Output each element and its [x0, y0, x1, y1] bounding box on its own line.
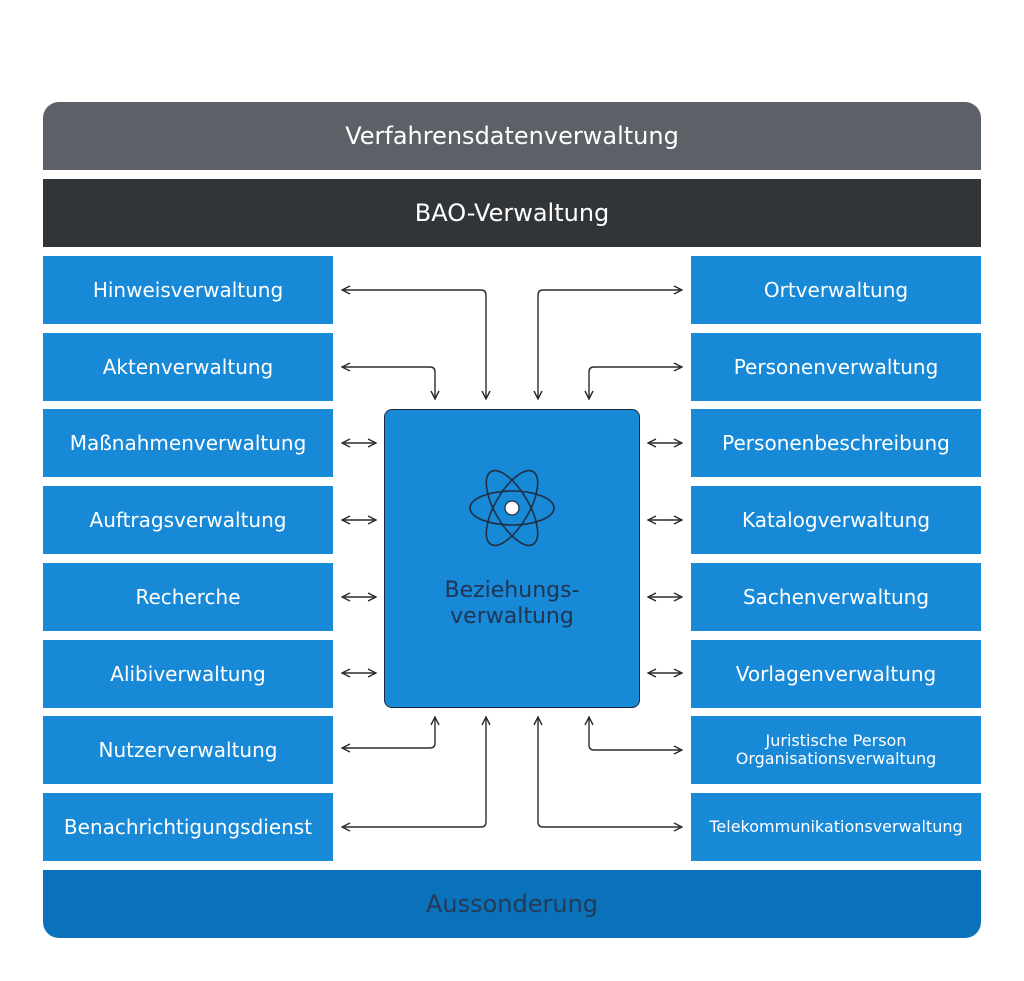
- arrow-akten: [342, 367, 435, 399]
- module-label: Vorlagenverwaltung: [735, 661, 937, 686]
- arrow-personen: [589, 367, 682, 399]
- module-label: Sachenverwaltung: [742, 584, 930, 609]
- module-aktenverwaltung[interactable]: Aktenverwaltung: [43, 333, 333, 401]
- module-alibiverwaltung[interactable]: Alibiverwaltung: [43, 640, 333, 708]
- module-massnahmenverwaltung[interactable]: Maßnahmenverwaltung: [43, 409, 333, 477]
- aussonderung-label: Aussonderung: [425, 890, 599, 918]
- module-auftragsverwaltung[interactable]: Auftragsverwaltung: [43, 486, 333, 554]
- aussonderung-bar: Aussonderung: [43, 870, 981, 938]
- module-label: Personenverwaltung: [733, 354, 939, 379]
- module-label: Nutzerverwaltung: [98, 737, 278, 762]
- bao-label: BAO-Verwaltung: [414, 199, 610, 227]
- module-label: Katalogverwaltung: [741, 507, 931, 532]
- module-personenbeschreibung[interactable]: Personenbeschreibung: [691, 409, 981, 477]
- atom-icon: [469, 469, 555, 547]
- module-label: Personenbeschreibung: [722, 430, 950, 455]
- arrow-juristische: [589, 717, 682, 750]
- module-label: Hinweisverwaltung: [92, 277, 284, 302]
- bao-bar: BAO-Verwaltung: [43, 179, 981, 247]
- module-vorlagenverwaltung[interactable]: Vorlagenverwaltung: [691, 640, 981, 708]
- arrow-telekommunikation: [538, 717, 682, 827]
- module-label: Aktenverwaltung: [102, 354, 274, 379]
- arrow-benachrichtigung: [342, 717, 486, 827]
- module-label: Benachrichtigungsdienst: [63, 814, 313, 839]
- module-label: Maßnahmenverwaltung: [69, 430, 307, 455]
- module-katalogverwaltung[interactable]: Katalogverwaltung: [691, 486, 981, 554]
- arrow-nutzer: [342, 717, 435, 748]
- module-juristische-person[interactable]: Juristische Person Organisationsverwaltu…: [691, 716, 981, 784]
- beziehungsverwaltung-label: Beziehungs- verwaltung: [444, 578, 580, 630]
- module-telekommunikationsverwaltung[interactable]: Telekommunikationsverwaltung: [691, 793, 981, 861]
- module-hinweisverwaltung[interactable]: Hinweisverwaltung: [43, 256, 333, 324]
- module-label: Alibiverwaltung: [110, 661, 266, 686]
- verfahrensdaten-label: Verfahrensdatenverwaltung: [345, 122, 679, 150]
- verfahrensdaten-bar: Verfahrensdatenverwaltung: [43, 102, 981, 170]
- arrow-hinweis: [342, 290, 486, 399]
- module-sachenverwaltung[interactable]: Sachenverwaltung: [691, 563, 981, 631]
- module-ortverwaltung[interactable]: Ortverwaltung: [691, 256, 981, 324]
- module-label: Telekommunikationsverwaltung: [709, 816, 963, 836]
- module-personenverwaltung[interactable]: Personenverwaltung: [691, 333, 981, 401]
- module-label: Juristische Person Organisationsverwaltu…: [735, 730, 937, 768]
- module-label: Ortverwaltung: [763, 277, 909, 302]
- beziehungsverwaltung-box[interactable]: Beziehungs- verwaltung: [384, 409, 640, 708]
- module-label: Recherche: [135, 584, 241, 609]
- module-recherche[interactable]: Recherche: [43, 563, 333, 631]
- module-label: Auftragsverwaltung: [89, 507, 287, 532]
- arrow-ort: [538, 290, 682, 399]
- module-benachrichtigungsdienst[interactable]: Benachrichtigungsdienst: [43, 793, 333, 861]
- module-nutzerverwaltung[interactable]: Nutzerverwaltung: [43, 716, 333, 784]
